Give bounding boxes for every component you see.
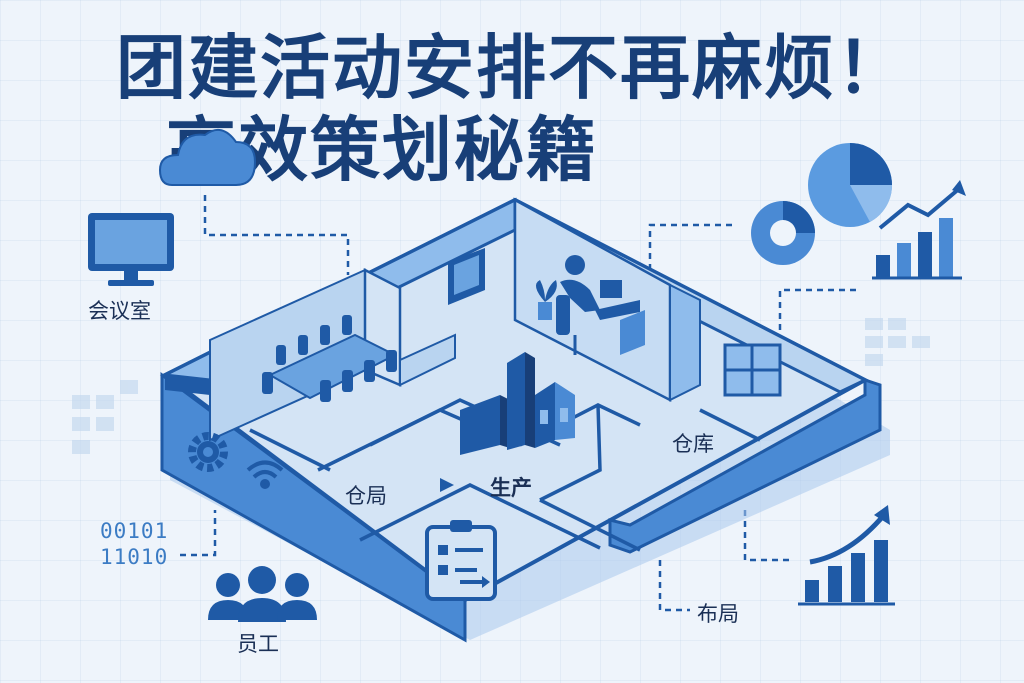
connector-layout xyxy=(658,560,690,612)
binary-line-2: 11010 xyxy=(100,545,169,569)
growth-chart-icon xyxy=(798,505,895,606)
connector-binary xyxy=(180,510,217,557)
pie-chart-icon xyxy=(808,143,893,227)
floor-plan xyxy=(159,197,890,643)
label-warehouse-room: 仓库 xyxy=(672,432,714,456)
clipboard-icon xyxy=(425,520,497,601)
label-storage-office: 仓局 xyxy=(345,484,387,508)
decor-squares xyxy=(72,318,930,454)
binary-code: 00101 11010 xyxy=(100,518,168,570)
binary-line-1: 00101 xyxy=(100,519,169,543)
plant-icon xyxy=(536,280,557,320)
people-icon xyxy=(208,566,317,622)
wifi-icon xyxy=(246,460,284,489)
donut-chart-icon xyxy=(751,201,815,265)
connector-chart xyxy=(778,288,860,330)
label-production: 生产 xyxy=(490,476,532,500)
worker-at-desk-icon xyxy=(556,255,645,355)
label-staff: 员工 xyxy=(237,632,279,656)
bar-chart-icon xyxy=(872,180,966,280)
connector-cloud xyxy=(203,195,350,275)
gear-icon xyxy=(188,432,228,472)
monitor-icon xyxy=(88,213,174,286)
label-layout: 布局 xyxy=(697,602,739,626)
cloud-icon xyxy=(158,128,257,186)
connector-growth xyxy=(743,510,790,562)
factory-icon xyxy=(460,352,575,455)
title-line-1: 团建活动安排不再麻烦！ xyxy=(116,27,908,109)
label-meeting-room: 会议室 xyxy=(88,299,151,323)
